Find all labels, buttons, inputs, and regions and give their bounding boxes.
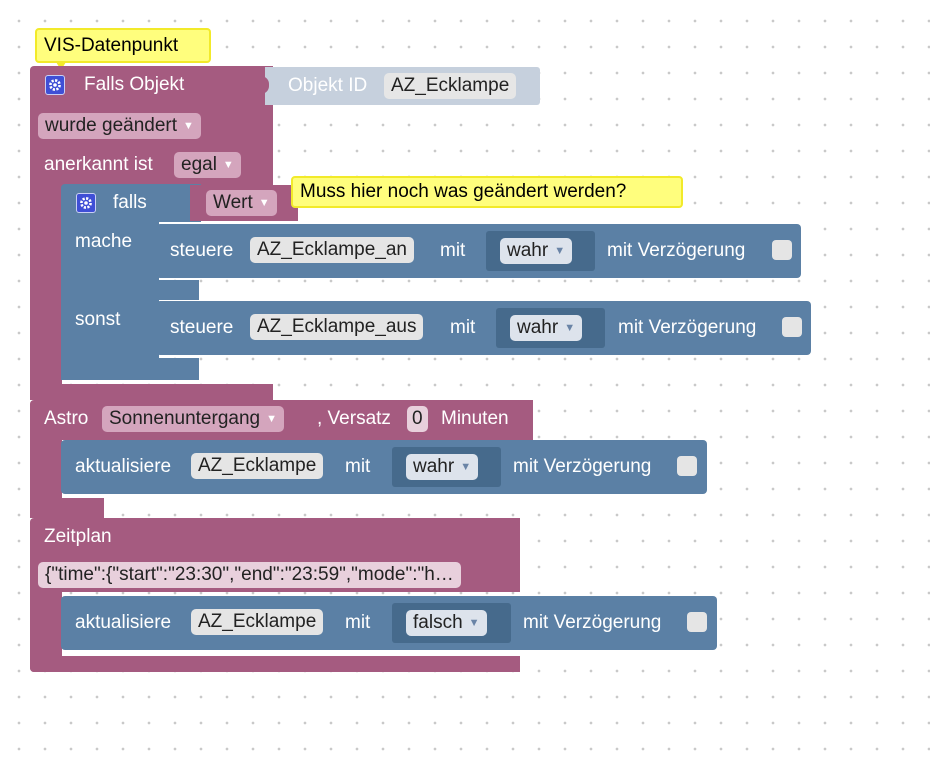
object-id-label: Objekt ID <box>288 75 368 96</box>
gear-icon[interactable] <box>76 193 96 213</box>
then-with: mit <box>440 240 466 261</box>
gear-icon[interactable] <box>45 75 65 95</box>
else-value-dropdown[interactable]: wahr▼ <box>510 315 583 341</box>
chevron-down-icon: ▼ <box>258 197 270 209</box>
schedule-delay-label: mit Verzögerung <box>523 612 662 633</box>
then-label: mache <box>75 231 133 252</box>
else-prefix: steuere <box>170 317 234 338</box>
schedule-with: mit <box>345 612 371 633</box>
schedule-bottom <box>30 656 520 672</box>
then-delay-label: mit Verzögerung <box>607 240 746 261</box>
ack-dropdown[interactable]: egal▼ <box>174 152 241 178</box>
condition-dropdown[interactable]: Wert▼ <box>206 190 277 216</box>
trigger-block-bottom <box>30 384 273 400</box>
schedule-delay-checkbox[interactable] <box>687 612 707 632</box>
else-delay-label: mit Verzögerung <box>618 317 757 338</box>
if-label: falls <box>113 192 147 213</box>
comment-text: Muss hier noch was geändert werden? <box>300 181 627 202</box>
trigger-label: Falls Objekt <box>84 74 185 95</box>
astro-value-dropdown[interactable]: wahr▼ <box>406 454 479 480</box>
schedule-cron-field[interactable]: {"time":{"start":"23:30","end":"23:59","… <box>38 562 461 588</box>
else-delay-checkbox[interactable] <box>782 317 802 337</box>
else-with: mit <box>450 317 476 338</box>
if-else-mid <box>61 280 199 300</box>
then-prefix: steuere <box>170 240 234 261</box>
else-object-field[interactable]: AZ_Ecklampe_aus <box>250 314 424 340</box>
vis-datenpunkt-comment[interactable]: VIS-Datenpunkt <box>35 28 211 63</box>
offset-label: , Versatz <box>317 408 391 429</box>
chevron-down-icon: ▼ <box>554 245 566 257</box>
ack-label: anerkannt ist <box>44 154 153 175</box>
trigger-block-spine <box>30 180 62 400</box>
astro-delay-checkbox[interactable] <box>677 456 697 476</box>
chevron-down-icon: ▼ <box>222 159 234 171</box>
astro-stmt-prefix: aktualisiere <box>75 456 172 477</box>
astro-object-field[interactable]: AZ_Ecklampe <box>191 453 324 479</box>
note-comment[interactable]: Muss hier noch was geändert werden? <box>291 176 683 208</box>
object-id-field[interactable]: AZ_Ecklampe <box>384 73 517 99</box>
chevron-down-icon: ▼ <box>564 322 576 334</box>
astro-statement-block[interactable] <box>61 440 707 494</box>
else-label: sonst <box>75 309 121 330</box>
then-value-dropdown[interactable]: wahr▼ <box>500 238 573 264</box>
if-else-bottom <box>61 358 199 380</box>
chevron-down-icon: ▼ <box>183 120 194 132</box>
offset-field[interactable]: 0 <box>407 406 428 432</box>
astro-label: Astro <box>44 408 89 429</box>
schedule-object-field[interactable]: AZ_Ecklampe <box>191 609 324 635</box>
astro-delay-label: mit Verzögerung <box>513 456 652 477</box>
astro-with: mit <box>345 456 371 477</box>
astro-event-dropdown[interactable]: Sonnenuntergang▼ <box>102 406 284 432</box>
schedule-stmt-prefix: aktualisiere <box>75 612 172 633</box>
then-object-field[interactable]: AZ_Ecklampe_an <box>250 237 414 263</box>
chevron-down-icon: ▼ <box>468 617 480 629</box>
then-delay-checkbox[interactable] <box>772 240 792 260</box>
chevron-down-icon: ▼ <box>266 413 277 425</box>
puzzle-tab <box>261 76 269 94</box>
comment-text: VIS-Datenpunkt <box>44 35 179 56</box>
schedule-label: Zeitplan <box>44 526 112 547</box>
changed-dropdown[interactable]: wurde geändert▼ <box>38 113 201 139</box>
schedule-value-dropdown[interactable]: falsch▼ <box>406 610 487 636</box>
offset-unit: Minuten <box>441 408 509 429</box>
chevron-down-icon: ▼ <box>460 461 472 473</box>
astro-bottom <box>30 498 104 518</box>
schedule-statement-block[interactable] <box>61 596 717 650</box>
